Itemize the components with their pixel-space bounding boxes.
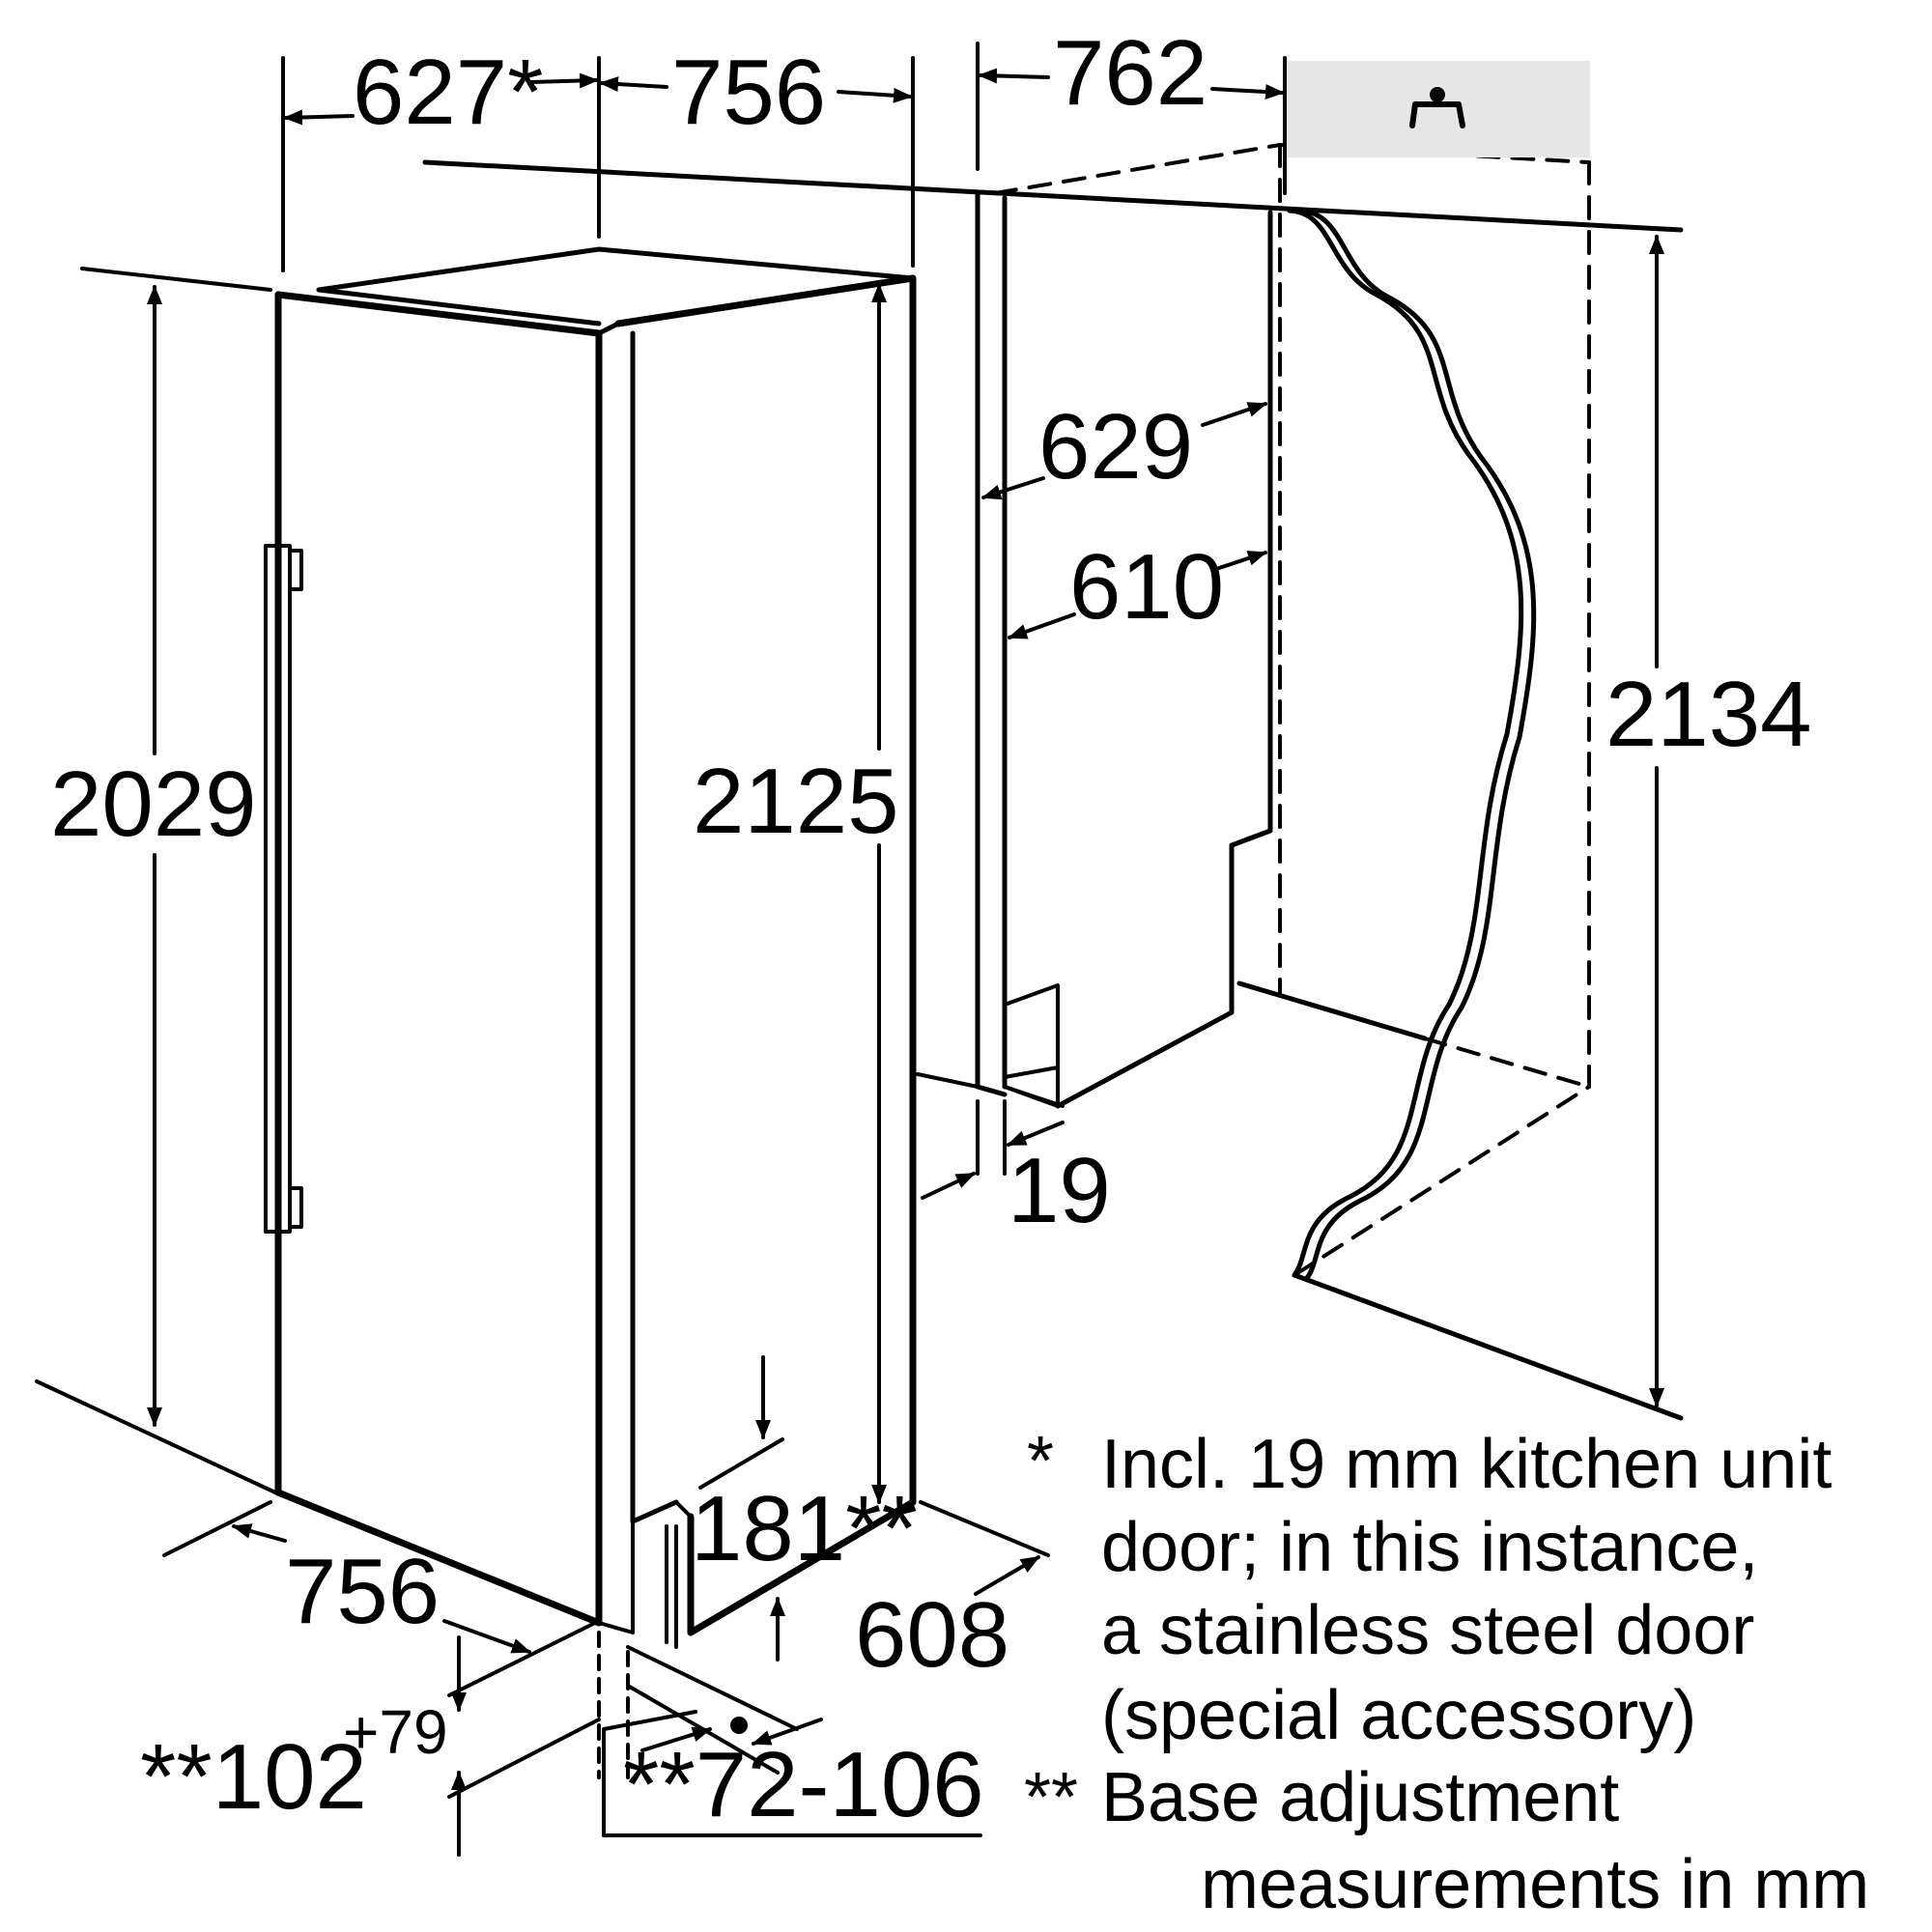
door-handle [264,544,303,1234]
dim-base-sup: +79 [343,1697,448,1767]
dim-bottom-depth: 608 [855,1583,1009,1687]
dim-height-right: 2125 [693,750,899,853]
dim-bottom-width: 756 [285,1540,440,1643]
note1-line4: (special accessory) [1101,1677,1696,1754]
dim-niche-depth-outer: 629 [1038,395,1193,498]
note1-marker: * [1027,1423,1054,1500]
dim-panel-thickness: 19 [1008,1139,1111,1242]
note1-line2: door; in this instance, [1101,1509,1758,1586]
niche-outline [422,159,1684,1421]
niche-dashed-back [993,143,1591,1277]
wall-cut-line [1287,208,1537,1281]
dim-width-top-mid: 756 [671,41,826,144]
ventilation-area [1285,61,1590,157]
dim-height-left: 2029 [50,753,257,856]
dim-niche-width: 762 [1053,21,1208,125]
dim-niche-depth-inner: 610 [1069,535,1224,639]
adjust-point [730,1717,748,1734]
note1-line3: a stainless steel door [1101,1592,1754,1669]
dimension-lines [147,42,1664,1857]
units-note: measurements in mm [1201,1846,1869,1923]
ventilation-icon [1409,87,1465,128]
ceiling-line-left [80,267,272,292]
note2-line1: Base adjustment [1101,1759,1619,1836]
dim-width-top-left: 627* [353,41,544,144]
note1-line1: Incl. 19 mm kitchen unit [1101,1426,1832,1503]
floor-line-left [35,1379,277,1494]
dim-base-range: **72-106 [623,1733,984,1836]
dim-plinth-height: 181** [691,1477,918,1580]
note2-marker: ** [1024,1759,1078,1836]
dim-niche-height: 2134 [1605,663,1812,766]
appliance-outline [274,246,917,1649]
dim-base-main: **102 [140,1725,367,1829]
